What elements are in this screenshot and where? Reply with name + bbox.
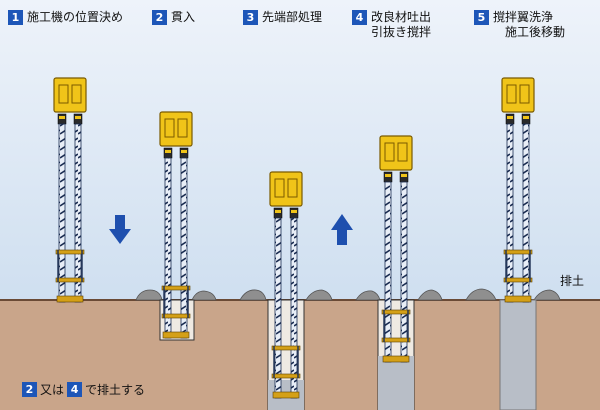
stabilizer-band [161, 313, 191, 319]
step-1-label: 1 施工機の位置決め [8, 10, 123, 25]
spoil-mound [355, 290, 381, 301]
stabilizer-band [161, 285, 191, 291]
machine-panel [71, 84, 82, 104]
improved-column [499, 299, 537, 410]
improved-column [378, 356, 414, 410]
machine-panel [58, 84, 69, 104]
drill-bit [504, 295, 532, 303]
spoil-mound [533, 289, 561, 301]
step-2-label: 2 貫入 [152, 10, 195, 25]
coupling-band [507, 116, 513, 119]
auger-machine [53, 77, 87, 303]
step-number-badge: 4 [67, 382, 83, 397]
coupling-band [181, 150, 187, 153]
coupling-band [523, 116, 529, 119]
stabilizer-band [271, 373, 301, 379]
footnote-text: で排土する [85, 383, 146, 397]
coupling-band [291, 210, 297, 213]
machine-panel [397, 142, 408, 162]
up-arrow-icon [331, 214, 353, 245]
footnote-text: 又は [40, 383, 65, 397]
auger-rod [58, 123, 66, 303]
machine-panel [506, 84, 517, 104]
spoil-mound [465, 288, 497, 301]
step-number-badge: 3 [243, 10, 258, 25]
step-text: 貫入 [171, 10, 196, 24]
drill-bit [162, 331, 190, 339]
spoil-mound [239, 289, 267, 301]
auger-rod [384, 181, 392, 363]
auger-machine [501, 77, 535, 303]
spoil-mound [417, 289, 443, 301]
drill-bit [382, 355, 410, 363]
stabilizer-band [271, 345, 301, 351]
machine-panel [287, 178, 298, 198]
step-text-line: 改良材吐出 [371, 10, 432, 24]
step-number-badge: 1 [8, 10, 23, 25]
auger-machine [159, 111, 193, 339]
step-text: 施工機の位置決め [27, 10, 124, 24]
spoil-mound [191, 290, 217, 301]
drill-bit [56, 295, 84, 303]
stabilizer-band [503, 277, 533, 283]
down-arrow-icon [109, 215, 131, 244]
stabilizer-band [381, 309, 411, 315]
step-text: 先端部処理 [262, 10, 323, 24]
auger-machine [269, 171, 303, 399]
spoil-mounds [135, 288, 561, 301]
stabilizer-band [55, 277, 85, 283]
coupling-band [401, 174, 407, 177]
auger-rod [290, 217, 298, 399]
sky-background [0, 0, 600, 300]
machine-panel [164, 118, 175, 138]
step-text-line: 施工後移動 [505, 25, 566, 39]
machine-panel [274, 178, 285, 198]
machine-panel [177, 118, 188, 138]
step-number-badge: 2 [152, 10, 167, 25]
step-4-label: 4 改良材吐出 引抜き撹拌 [352, 10, 431, 40]
machine-panel [519, 84, 530, 104]
machine-panel [384, 142, 395, 162]
footnote: 2 又は 4 で排土する [22, 381, 145, 398]
auger-rod [180, 157, 188, 339]
auger-rod [74, 123, 82, 303]
coupling-band [275, 210, 281, 213]
drill-bit [272, 391, 300, 399]
step-3-label: 3 先端部処理 [243, 10, 322, 25]
step-number-badge: 2 [22, 382, 37, 397]
coupling-band [165, 150, 171, 153]
step-text-block: 改良材吐出 引抜き撹拌 [371, 10, 431, 40]
spoil-mound [135, 289, 163, 301]
step-text-block: 撹拌翼洗浄 施工後移動 [493, 10, 565, 40]
auger-machine [379, 135, 413, 363]
soil-label: 排土 [560, 274, 585, 288]
step-text-line: 引抜き撹拌 [371, 25, 432, 39]
spoil-mound [305, 289, 333, 301]
stabilizer-band [55, 249, 85, 255]
stabilizer-band [381, 337, 411, 343]
stabilizer-band [503, 249, 533, 255]
step-5-label: 5 撹拌翼洗浄 施工後移動 [474, 10, 565, 40]
auger-rod [522, 123, 530, 303]
machines [53, 77, 535, 399]
auger-rod [400, 181, 408, 363]
coupling-band [59, 116, 65, 119]
step-number-badge: 5 [474, 10, 489, 25]
auger-rod [506, 123, 514, 303]
step-text-line: 撹拌翼洗浄 [493, 10, 554, 24]
coupling-band [75, 116, 81, 119]
auger-rod [164, 157, 172, 339]
auger-rod [274, 217, 282, 399]
coupling-band [385, 174, 391, 177]
step-number-badge: 4 [352, 10, 367, 25]
